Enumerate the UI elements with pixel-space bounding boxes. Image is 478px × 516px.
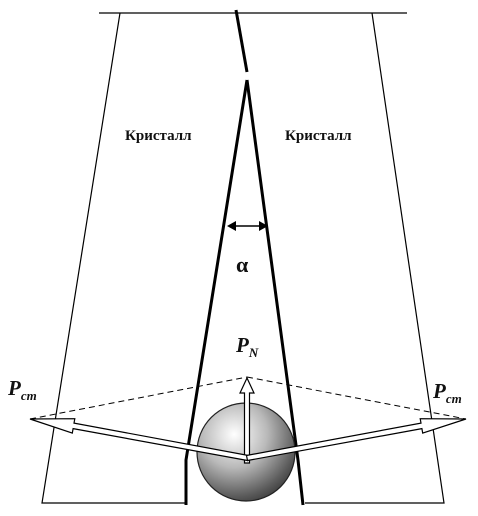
left-crystal-outline [41, 12, 185, 504]
crack-line [234, 9, 249, 73]
force-left-sub: ст [21, 388, 37, 403]
crystal-left-label: Кристалл [125, 128, 192, 144]
wedge-right-edge [245, 79, 305, 506]
force-right-label: Pст [432, 379, 462, 406]
force-left-label: Pст [7, 376, 37, 403]
force-right-main: P [432, 379, 446, 403]
force-normal-main: P [235, 333, 249, 357]
dashed-force-lines [29, 376, 467, 420]
force-right-sub: ст [446, 391, 462, 406]
force-arrow-left [29, 418, 250, 462]
force-normal-sub: N [248, 345, 259, 360]
crystal-right-label: Кристалл [285, 128, 352, 144]
alpha-label: α [236, 252, 249, 277]
right-crystal-outline [305, 12, 445, 504]
force-normal-label: PN [235, 333, 259, 360]
force-arrow-right [245, 418, 467, 462]
force-arrow-normal [239, 376, 255, 464]
angle-marker [227, 221, 268, 231]
wedge-left-edge [184, 79, 249, 505]
force-left-main: P [7, 376, 21, 400]
